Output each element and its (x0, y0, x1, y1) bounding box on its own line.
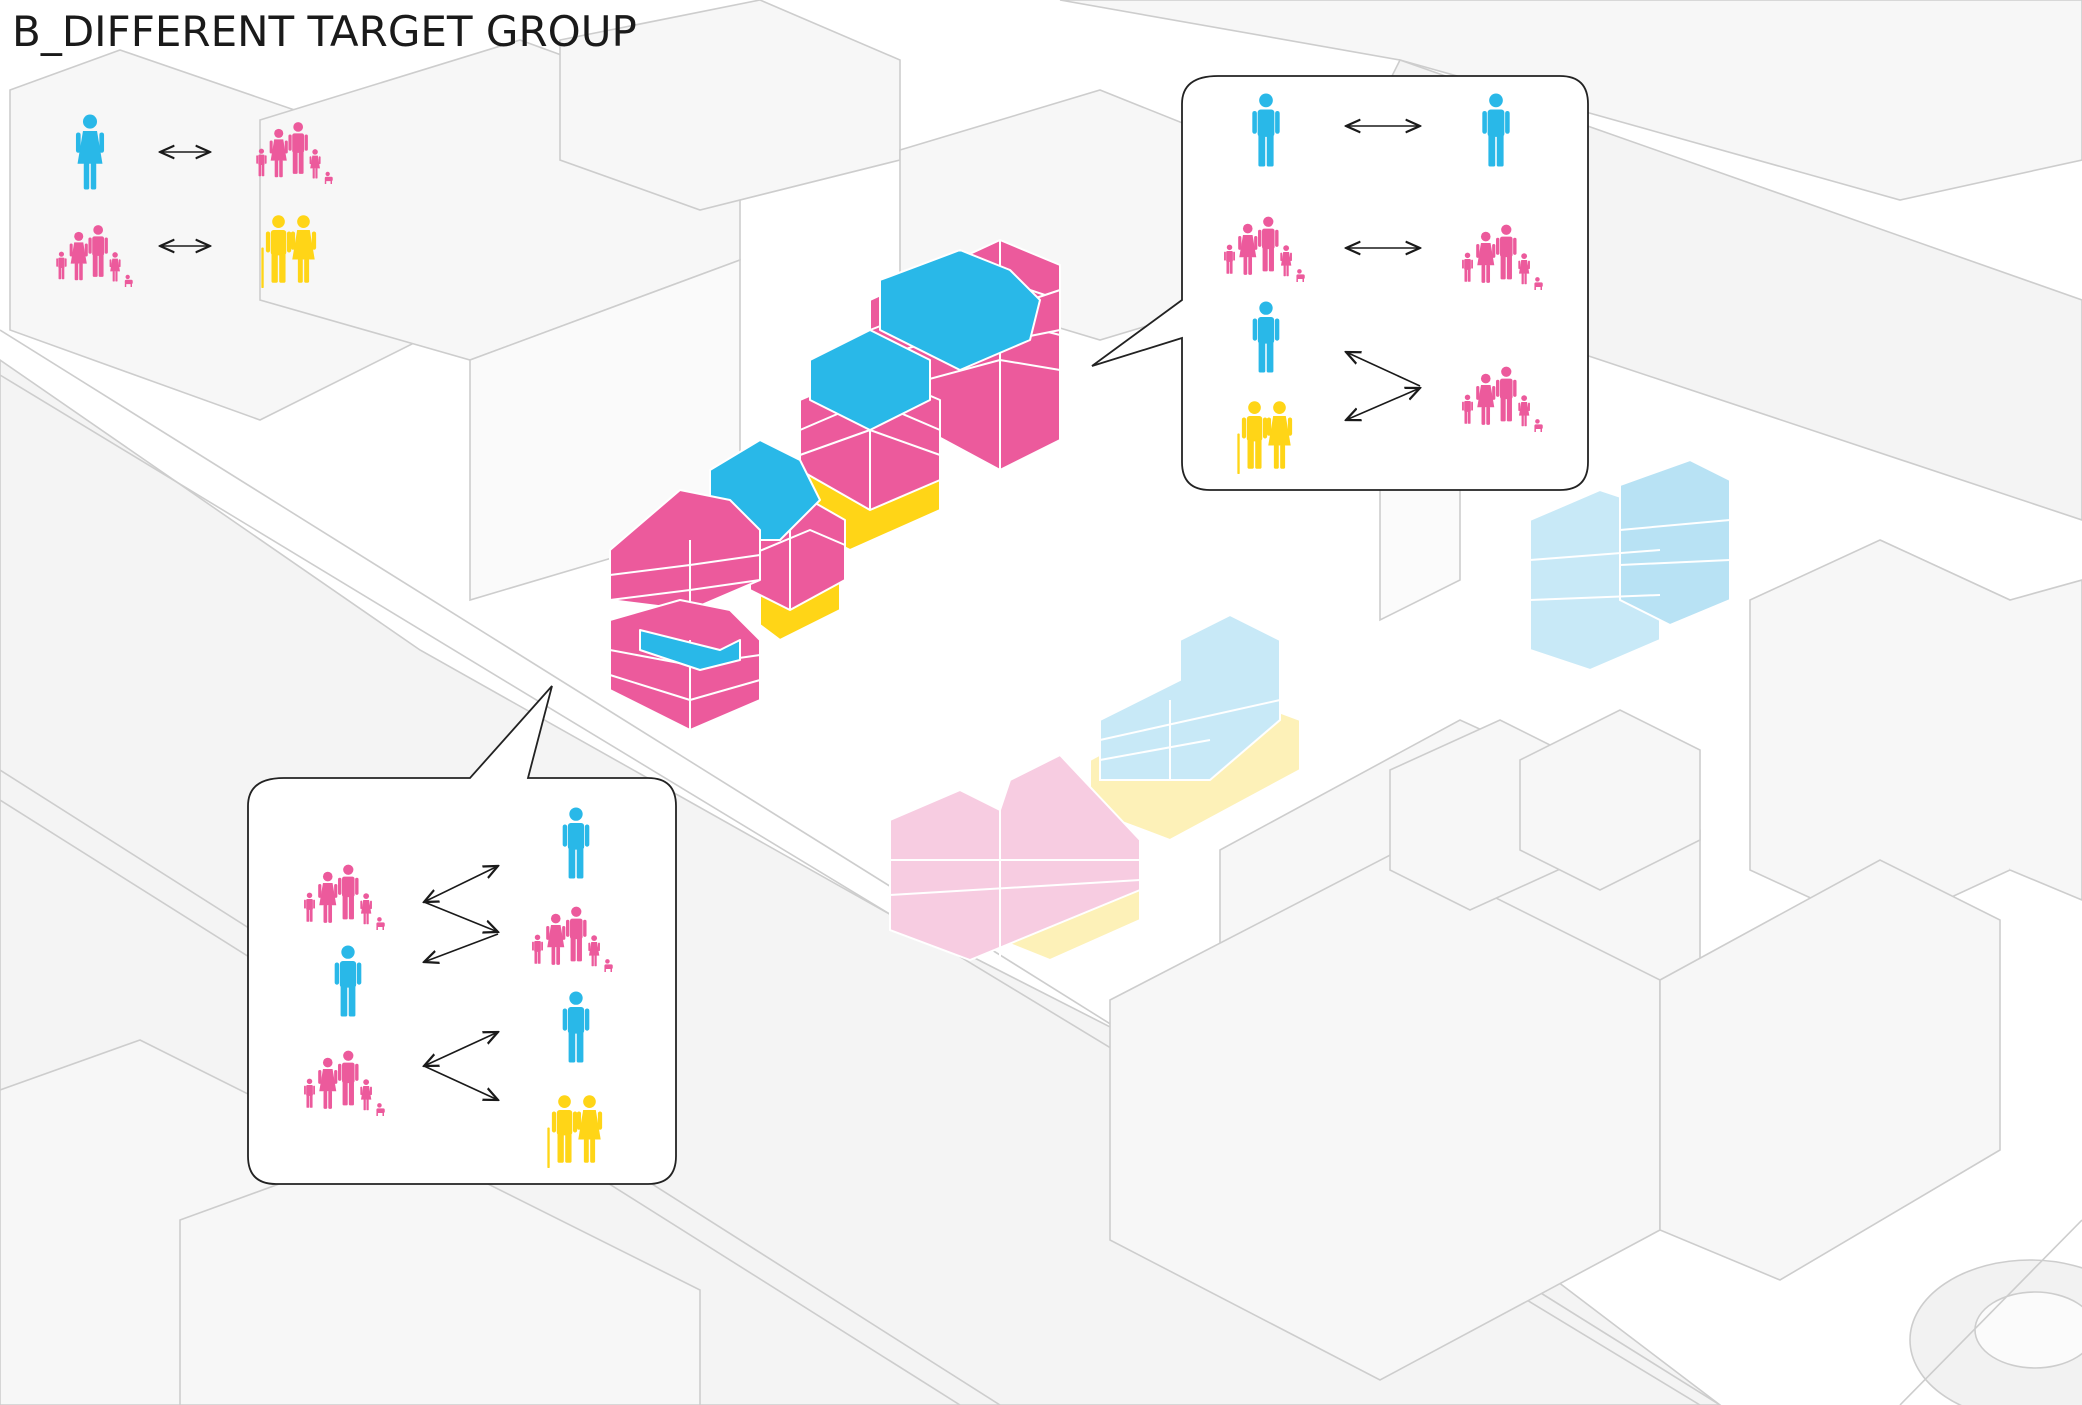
callout-lower (247, 685, 677, 1185)
faded-volumes (889, 458, 1731, 962)
callout-lower-group-2 (304, 991, 602, 1168)
single-volume-top-mid (809, 329, 931, 431)
callout-upper (1091, 75, 1589, 491)
callout-upper-pair-3 (1237, 301, 1542, 474)
callout-upper-pair-2 (1224, 217, 1543, 290)
converging-arrows-icon (1346, 352, 1420, 420)
legend-row-1 (75, 114, 333, 190)
page-title: B_DIFFERENT TARGET GROUP (12, 7, 637, 56)
callout-lower-group-1 (304, 807, 613, 1017)
highlighted-volumes (609, 239, 1061, 731)
legend (56, 114, 333, 288)
diverging-arrows-icon (424, 866, 498, 962)
single-volume-front-band (639, 629, 741, 671)
legend-row-2 (56, 215, 316, 288)
single-volume-top-back (879, 249, 1041, 371)
light-family-volume (889, 753, 1141, 962)
callout-upper-pair-1 (1252, 93, 1510, 167)
diverging-arrows-icon (424, 1032, 498, 1100)
light-single-volume-right (1529, 458, 1731, 672)
light-single-volume-mid (1099, 613, 1281, 781)
callout-upper-frame (1091, 75, 1589, 491)
